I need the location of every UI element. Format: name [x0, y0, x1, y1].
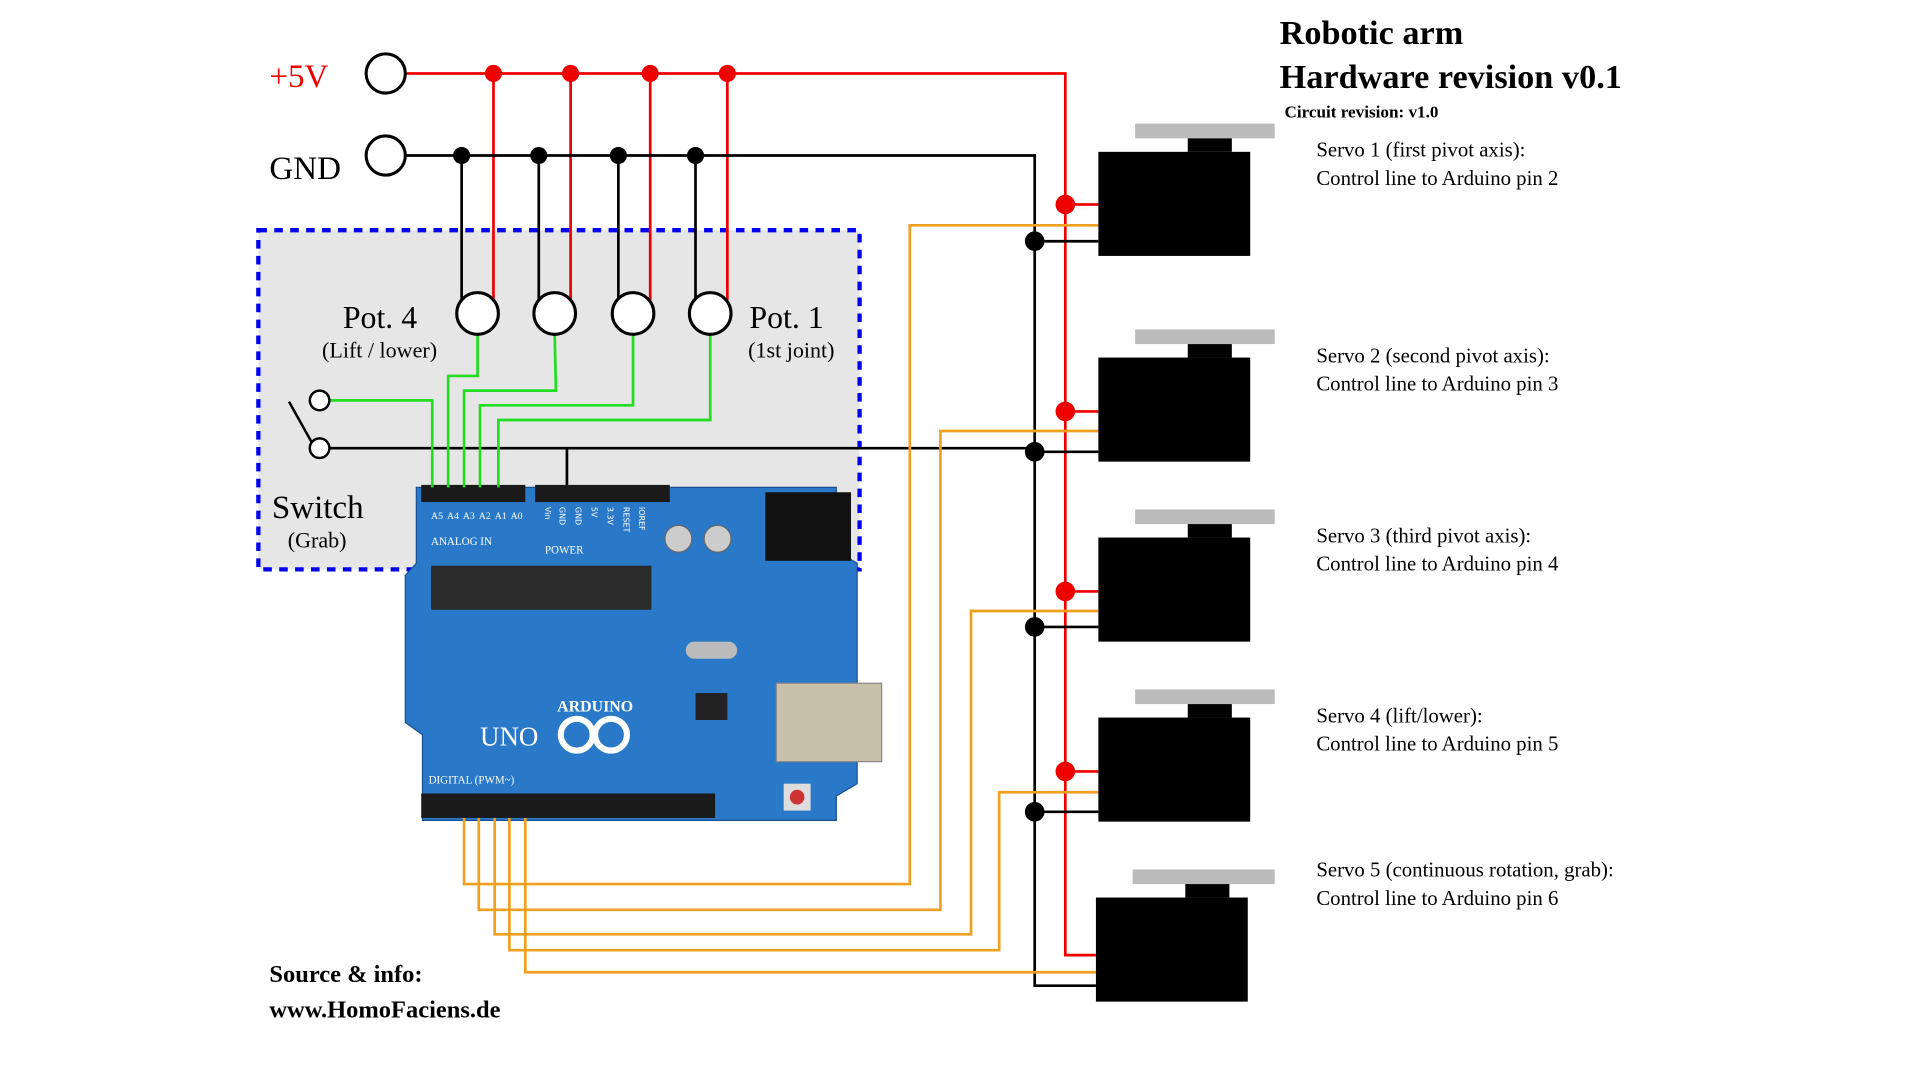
source-label: Source & info: — [269, 961, 422, 988]
servo-1 — [1098, 123, 1275, 256]
servo4-line1: Servo 4 (lift/lower): — [1316, 703, 1482, 727]
pin-vin: Vin — [543, 507, 552, 520]
ground-rail-wire — [405, 154, 1096, 988]
servo2-signal-wire — [477, 429, 1099, 912]
pot1-signal-wire — [497, 334, 712, 488]
potentiometer-2 — [610, 291, 656, 336]
pot3-signal-wire — [462, 334, 558, 488]
servo5-line2: Control line to Arduino pin 6 — [1316, 886, 1558, 910]
servo1-line1: Servo 1 (first pivot axis): — [1316, 138, 1525, 162]
switch-terminal — [308, 389, 331, 412]
pin-a0: A0 — [511, 511, 523, 522]
arduino-brand: ARDUINO — [557, 698, 633, 715]
pin-gnd: GND — [558, 507, 567, 525]
servo2-line1: Servo 2 (second pivot axis): — [1316, 343, 1549, 367]
usb-chip — [695, 693, 728, 720]
power-header — [535, 484, 670, 503]
source-url: www.HomoFaciens.de — [269, 997, 500, 1024]
servo2-line2: Control line to Arduino pin 3 — [1316, 372, 1558, 396]
pot1-sublabel: (1st joint) — [748, 338, 834, 363]
circuit-revision: Circuit revision: v1.0 — [1284, 103, 1438, 122]
capacitor — [703, 524, 732, 553]
pot2-signal-wire — [478, 334, 635, 488]
servo5-line1: Servo 5 (continuous rotation, grab): — [1316, 858, 1613, 882]
servo4-line2: Control line to Arduino pin 5 — [1316, 732, 1558, 756]
arduino-uno-board: ARDUINO UNO ANALOG IN POWER DIGITAL (PWM… — [404, 484, 883, 822]
pin-5v: 5V — [589, 507, 598, 518]
plus5v-terminal — [364, 52, 407, 95]
title-line2: Hardware revision v0.1 — [1280, 58, 1622, 96]
arduino-model: UNO — [480, 722, 538, 752]
pot4-signal-wire — [446, 334, 479, 488]
servo3-line1: Servo 3 (third pivot axis): — [1316, 523, 1531, 547]
analog-header — [421, 484, 526, 503]
potentiometer-4 — [455, 291, 500, 336]
power-label: POWER — [545, 544, 584, 556]
digital-header — [421, 793, 716, 818]
servo-5 — [1095, 869, 1275, 1002]
title-line1: Robotic arm — [1280, 14, 1464, 52]
servo1-signal-wire — [462, 223, 1099, 886]
switch-lever — [287, 401, 314, 444]
switch-terminal — [308, 437, 331, 460]
pin-reset: RESET — [621, 507, 630, 533]
servo3-line2: Control line to Arduino pin 4 — [1316, 552, 1559, 576]
gnd-label: GND — [269, 151, 341, 187]
usb-port — [775, 682, 883, 763]
pot1-label: Pot. 1 — [749, 300, 823, 335]
wires — [329, 72, 1099, 988]
pin-a1: A1 — [495, 511, 507, 522]
pin-3v3: 3.3V — [605, 507, 614, 526]
servo-4 — [1098, 689, 1275, 822]
pin-ioref: IOREF — [637, 507, 646, 531]
potentiometer-1 — [687, 291, 733, 336]
switch-signal-wire — [329, 399, 434, 488]
pot4-label: Pot. 4 — [343, 300, 417, 335]
atmega-chip — [431, 565, 652, 610]
servo1-line2: Control line to Arduino pin 2 — [1316, 166, 1558, 190]
junction-dots — [453, 64, 1076, 822]
servo-3 — [1098, 509, 1275, 642]
pin-gnd: GND — [574, 507, 583, 525]
power-jack — [765, 492, 852, 561]
servo-descriptions: Servo 1 (first pivot axis): Control line… — [1316, 138, 1613, 910]
pin-a5: A5 — [431, 511, 443, 522]
analog-in-label: ANALOG IN — [431, 536, 492, 548]
servo5-signal-wire — [523, 817, 1096, 974]
pin-a4: A4 — [447, 511, 459, 522]
switch-label: Switch — [272, 490, 364, 526]
servo4-signal-wire — [508, 790, 1099, 952]
switch-sublabel: (Grab) — [288, 527, 347, 552]
potentiometer-3 — [532, 291, 578, 336]
crystal — [685, 641, 738, 659]
servo-2 — [1098, 329, 1275, 462]
capacitor — [664, 524, 693, 553]
pin-a2: A2 — [479, 511, 491, 522]
pot4-sublabel: (Lift / lower) — [322, 338, 437, 363]
plus5v-label: +5V — [269, 59, 328, 95]
servo3-signal-wire — [493, 609, 1099, 936]
gnd-terminal — [364, 134, 407, 177]
pin-a3: A3 — [463, 511, 475, 522]
digital-label: DIGITAL (PWM~) — [429, 775, 515, 787]
